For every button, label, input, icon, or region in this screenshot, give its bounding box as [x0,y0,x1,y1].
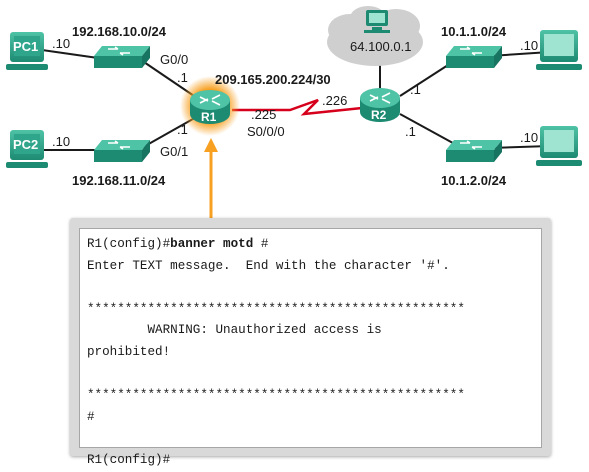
switch1-icon [94,46,150,68]
router-r1-icon: R1 [180,76,240,136]
r1-label: R1 [201,110,217,124]
pc3-host: .10 [520,38,538,53]
banner-command: banner motd [170,237,254,251]
pc1-icon: PC1 [6,32,48,70]
router-r2-icon: R2 [360,88,400,122]
prompt: R1(config)# [87,237,171,251]
r2-serial-ip: .226 [322,93,347,108]
console-line-3 [87,277,541,299]
wan-network-label: 209.165.200.224/30 [215,72,331,87]
r1-g01-ip: .1 [177,122,188,137]
pc4-icon [536,126,582,166]
delimiter: # [253,237,269,251]
console-line-4: ****************************************… [87,301,465,316]
pc2-label: PC2 [13,137,38,152]
console-line-2: Enter TEXT message. End with the charact… [87,258,450,273]
cli-console: R1(config)#banner motd # Enter TEXT mess… [79,228,542,467]
internet-host-label: 64.100.0.1 [350,39,411,54]
link-r2-switch4 [399,113,463,149]
pc2-host: .10 [52,134,70,149]
console-line-11: R1(config)# [87,452,171,467]
r1-g00-label: G0/0 [160,52,188,67]
r1-g01-label: G0/1 [160,144,188,159]
lan1-network-label: 192.168.10.0/24 [72,24,167,39]
r1-serial-interface-label: S0/0/0 [247,124,285,139]
r2-label: R2 [371,108,387,122]
console-line-6: prohibited! [87,344,171,359]
r1-g00-ip: .1 [177,70,188,85]
pc4-host: .10 [520,130,538,145]
internet-cloud: 64.100.0.1 [327,6,423,66]
r2-g0-ip: .1 [410,82,421,97]
console-line-8: ****************************************… [87,388,465,403]
switch4-icon [446,140,502,162]
r2-g1-ip: .1 [405,124,416,139]
switch3-icon [446,46,502,68]
pc2-icon: PC2 [6,130,48,168]
serial-link [232,98,363,116]
console-line-5: WARNING: Unauthorized access is [87,323,382,338]
lan4-network-label: 10.1.2.0/24 [441,173,507,188]
pc3-icon [536,30,582,70]
callout-arrow [204,138,218,218]
lan3-network-label: 10.1.1.0/24 [441,24,507,39]
console-line-9: # [87,409,95,424]
pc1-host: .10 [52,36,70,51]
console-line-10 [87,428,541,450]
r1-serial-ip: .225 [251,107,276,122]
lan2-network-label: 192.168.11.0/24 [72,173,166,188]
console-line-1: R1(config)#banner motd # [87,234,541,256]
server-icon [364,10,390,33]
switch2-icon [94,140,150,162]
pc1-label: PC1 [13,39,38,54]
console-line-7 [87,364,541,386]
